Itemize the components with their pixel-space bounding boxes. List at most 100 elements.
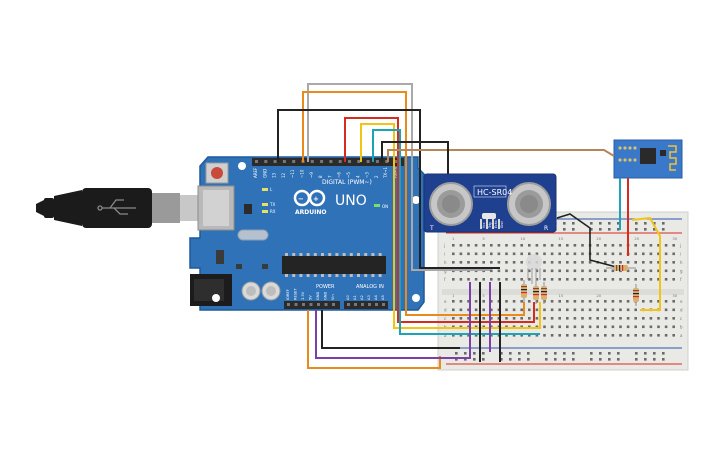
breadboard-hole[interactable] xyxy=(490,334,493,337)
breadboard-hole[interactable] xyxy=(543,261,546,264)
rail-hole[interactable] xyxy=(527,352,530,355)
breadboard-hole[interactable] xyxy=(566,252,569,256)
breadboard-hole[interactable] xyxy=(550,334,554,337)
breadboard-hole[interactable] xyxy=(611,244,615,247)
breadboard-hole[interactable] xyxy=(642,261,645,264)
breadboard-hole[interactable] xyxy=(619,317,622,320)
breadboard-hole[interactable] xyxy=(619,325,622,329)
breadboard-hole[interactable] xyxy=(474,278,478,281)
breadboard-hole[interactable] xyxy=(558,278,561,281)
breadboard-hole[interactable] xyxy=(581,244,584,247)
breadboard-hole[interactable] xyxy=(664,325,668,329)
analog-pin-hole[interactable] xyxy=(354,303,357,306)
breadboard-hole[interactable] xyxy=(588,334,592,337)
breadboard-hole[interactable] xyxy=(482,261,485,264)
breadboard-hole[interactable] xyxy=(482,317,485,320)
breadboard-hole[interactable] xyxy=(459,308,463,312)
rail-hole[interactable] xyxy=(464,352,467,355)
breadboard-hole[interactable] xyxy=(588,317,592,320)
power-pin-hole[interactable] xyxy=(332,303,335,306)
breadboard-hole[interactable] xyxy=(528,300,531,303)
rail-hole[interactable] xyxy=(599,228,602,231)
breadboard-hole[interactable] xyxy=(657,334,660,337)
breadboard-hole[interactable] xyxy=(550,252,554,256)
reset-button-icon[interactable] xyxy=(205,162,229,184)
esp8266-module[interactable] xyxy=(613,139,683,179)
breadboard-hole[interactable] xyxy=(649,300,653,303)
rail-hole[interactable] xyxy=(509,358,512,361)
rail-hole[interactable] xyxy=(527,358,530,361)
rail-hole[interactable] xyxy=(617,222,620,225)
breadboard-hole[interactable] xyxy=(611,308,615,312)
breadboard-hole[interactable] xyxy=(543,269,546,273)
breadboard-hole[interactable] xyxy=(611,317,615,320)
esp-pin[interactable] xyxy=(618,146,622,150)
breadboard-hole[interactable] xyxy=(604,308,607,312)
breadboard-hole[interactable] xyxy=(535,334,539,337)
breadboard-hole[interactable] xyxy=(664,269,668,273)
breadboard-hole[interactable] xyxy=(543,278,546,281)
breadboard-hole[interactable] xyxy=(474,252,478,256)
breadboard-hole[interactable] xyxy=(604,278,607,281)
breadboard-hole[interactable] xyxy=(581,325,584,329)
breadboard-hole[interactable] xyxy=(528,269,531,273)
rail-hole[interactable] xyxy=(644,358,647,361)
breadboard-hole[interactable] xyxy=(490,244,493,247)
esp-pin[interactable] xyxy=(628,158,632,162)
breadboard-hole[interactable] xyxy=(664,308,668,312)
rail-hole[interactable] xyxy=(599,222,602,225)
breadboard-hole[interactable] xyxy=(558,317,561,320)
breadboard-hole[interactable] xyxy=(490,278,493,281)
breadboard-hole[interactable] xyxy=(482,244,485,247)
rail-hole[interactable] xyxy=(572,222,575,225)
header-pin-hole[interactable] xyxy=(375,160,379,163)
breadboard-hole[interactable] xyxy=(497,252,501,256)
breadboard-hole[interactable] xyxy=(452,317,455,320)
rail-hole[interactable] xyxy=(599,358,602,361)
breadboard-hole[interactable] xyxy=(535,325,539,329)
breadboard-hole[interactable] xyxy=(505,252,508,256)
rail-hole[interactable] xyxy=(653,228,656,231)
breadboard-hole[interactable] xyxy=(566,317,569,320)
rail-hole[interactable] xyxy=(617,228,620,231)
breadboard-hole[interactable] xyxy=(649,334,653,337)
breadboard-hole[interactable] xyxy=(588,278,592,281)
breadboard-hole[interactable] xyxy=(619,308,622,312)
rail-hole[interactable] xyxy=(617,358,620,361)
breadboard-hole[interactable] xyxy=(588,269,592,273)
breadboard-hole[interactable] xyxy=(581,252,584,256)
breadboard-hole[interactable] xyxy=(611,300,615,303)
breadboard-hole[interactable] xyxy=(535,308,539,312)
breadboard-hole[interactable] xyxy=(664,261,668,264)
breadboard-hole[interactable] xyxy=(626,278,630,281)
breadboard-hole[interactable] xyxy=(474,325,478,329)
breadboard-hole[interactable] xyxy=(672,278,675,281)
breadboard-hole[interactable] xyxy=(490,261,493,264)
breadboard-hole[interactable] xyxy=(543,308,546,312)
breadboard-hole[interactable] xyxy=(634,269,637,273)
breadboard-hole[interactable] xyxy=(467,252,470,256)
breadboard-hole[interactable] xyxy=(497,261,501,264)
rail-hole[interactable] xyxy=(473,352,476,355)
breadboard-hole[interactable] xyxy=(672,325,675,329)
breadboard-hole[interactable] xyxy=(657,278,660,281)
breadboard-hole[interactable] xyxy=(573,325,577,329)
rail-hole[interactable] xyxy=(662,358,665,361)
breadboard-hole[interactable] xyxy=(642,334,645,337)
rail-hole[interactable] xyxy=(473,358,476,361)
breadboard-hole[interactable] xyxy=(452,261,455,264)
rail-hole[interactable] xyxy=(608,352,611,355)
breadboard-hole[interactable] xyxy=(657,244,660,247)
breadboard-hole[interactable] xyxy=(626,269,630,273)
esp-pin[interactable] xyxy=(618,158,622,162)
breadboard-hole[interactable] xyxy=(512,269,516,273)
rail-hole[interactable] xyxy=(518,352,521,355)
rail-hole[interactable] xyxy=(500,352,503,355)
breadboard-hole[interactable] xyxy=(490,317,493,320)
breadboard-hole[interactable] xyxy=(543,334,546,337)
breadboard-hole[interactable] xyxy=(672,300,675,303)
breadboard-hole[interactable] xyxy=(512,325,516,329)
breadboard-hole[interactable] xyxy=(558,261,561,264)
breadboard-hole[interactable] xyxy=(459,252,463,256)
breadboard-hole[interactable] xyxy=(642,317,645,320)
